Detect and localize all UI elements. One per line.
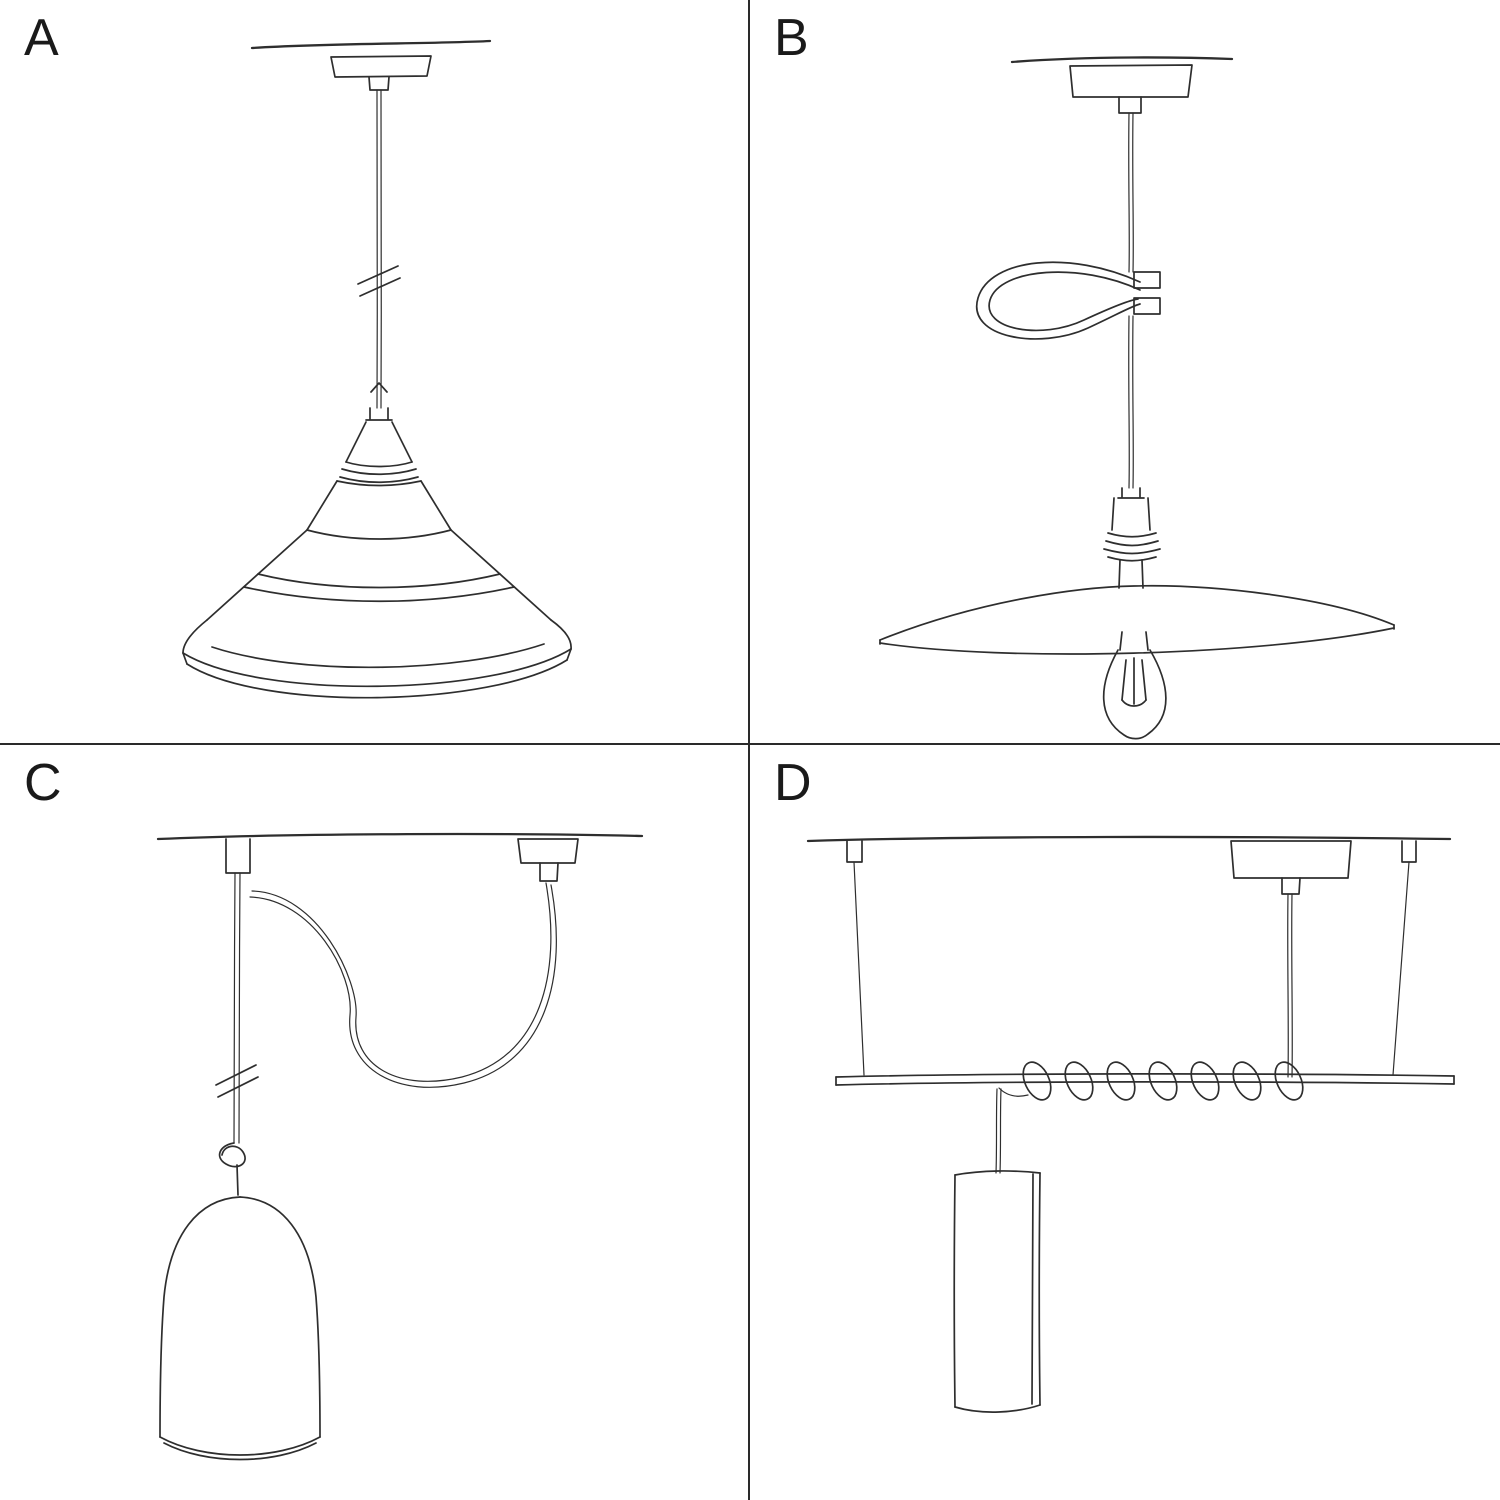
- panel-option-a: A: [0, 0, 748, 743]
- ceiling-line: [1010, 56, 1234, 64]
- sketch-swag-pendant-bell-shade: [156, 832, 644, 1461]
- option-a-label: A: [24, 9, 60, 67]
- suspension-wires: [853, 861, 1410, 1076]
- cable-tie-clip: [1133, 271, 1161, 315]
- suspension-fittings: [846, 840, 1417, 863]
- ceiling-rose: [330, 55, 432, 91]
- drop-cable: [233, 872, 241, 1144]
- wire-loop: [975, 261, 1141, 340]
- pendant-cable: [1128, 112, 1134, 489]
- drop-cable: [1287, 893, 1293, 1078]
- option-c-label: C: [24, 754, 63, 812]
- option-d-label: D: [774, 754, 813, 812]
- cable-knot: [218, 1142, 246, 1196]
- flat-plate-shade: [879, 584, 1395, 655]
- ceiling-rose: [517, 838, 579, 882]
- coiled-cable: [1022, 1061, 1304, 1101]
- cable-break-mark: [357, 265, 401, 393]
- horizontal-divider: [0, 743, 1500, 745]
- ceiling-line: [806, 835, 1452, 843]
- bistro-shade: [182, 480, 572, 699]
- ceiling-rose: [1069, 64, 1193, 114]
- sketch-pendant-flat-shade-bulb: [879, 56, 1395, 740]
- horizontal-bar: [835, 1073, 1455, 1086]
- ceiling-line: [250, 39, 492, 50]
- sketch-pendant-bistro-shade: [182, 39, 572, 699]
- cylinder-shade: [953, 1170, 1041, 1413]
- bell-shade: [159, 1196, 321, 1461]
- cable-break-mark: [215, 1064, 259, 1098]
- ceiling-line: [156, 832, 644, 841]
- swag-cable: [249, 882, 557, 1088]
- sketch-bar-pendant-cylinder-shade: [806, 835, 1455, 1413]
- panel-option-b: B: [750, 0, 1500, 743]
- ceiling-rose: [1230, 840, 1352, 895]
- lamp-holder: [339, 407, 419, 484]
- vertical-divider: [748, 0, 750, 1500]
- pendant-drop-cable: [995, 1087, 1029, 1174]
- lamp-holder: [1103, 487, 1161, 589]
- panel-option-c: C: [0, 745, 748, 1500]
- panel-option-d: D: [750, 745, 1500, 1500]
- edison-bulb: [1102, 631, 1167, 740]
- option-b-label: B: [774, 9, 810, 67]
- ceiling-hook: [225, 838, 251, 874]
- pendant-cable: [376, 89, 382, 409]
